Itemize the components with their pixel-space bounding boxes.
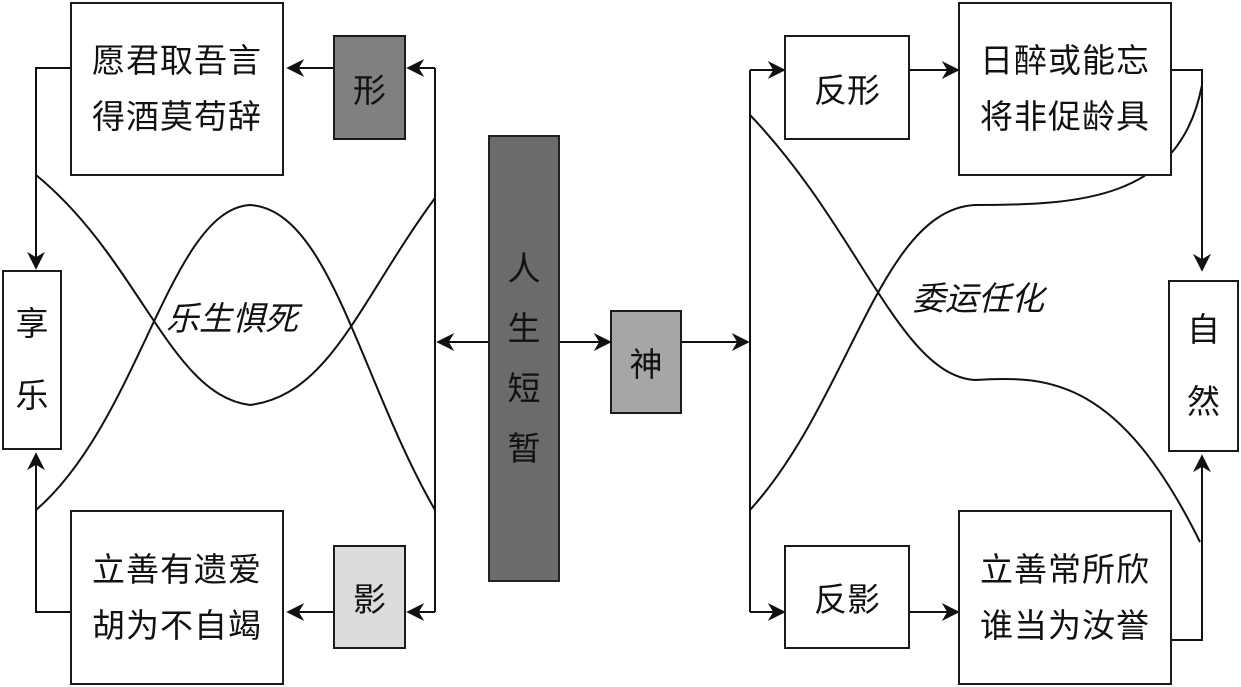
shadow-poem-line-2: 胡为不自竭 [92,605,262,645]
left-curve-label: 乐生惧死 [166,299,298,338]
life-short-char-1: 人 [507,248,541,288]
shadow-poem-line-1: 立善有遗爱 [92,549,262,589]
enjoyment-char-2: 乐 [15,376,49,415]
spirit-label: 神 [629,345,663,384]
enjoyment-box: 享 乐 [2,270,62,450]
arrow-right-shadow-poem-to-nature [1172,454,1211,641]
shadow-poem-box: 立善有遗爱 胡为不自竭 [70,510,284,685]
form-poem-line-2: 得酒莫苟辞 [92,97,262,136]
right-shadow-poem-line-2: 谁当为汝誉 [980,605,1150,645]
arrow-right-form-poem-to-nature [1172,69,1211,272]
anti-form-label: 反形 [814,70,880,110]
right-shadow-poem-box: 立善常所欣 谁当为汝誉 [958,510,1172,685]
life-short-char-3: 短 [507,368,541,408]
right-curve-label: 委运任化 [912,279,1044,318]
form-poem-line-1: 愿君取吾言 [92,41,262,80]
form-poem-box: 愿君取吾言 得酒莫苟辞 [70,2,284,176]
right-form-poem-line-1: 日醉或能忘 [980,41,1150,80]
life-short-char-2: 生 [507,308,541,348]
nature-char-1: 自 [1187,310,1220,349]
form-label: 形 [353,70,386,110]
nature-char-2: 然 [1187,382,1220,421]
arrow-form-poem-to-enjoy [27,67,70,270]
form-box: 形 [333,35,406,140]
spirit-box: 神 [610,310,682,414]
anti-shadow-label: 反影 [814,580,880,619]
anti-shadow-box: 反影 [784,545,910,649]
nature-box: 自 然 [1168,280,1239,452]
anti-form-box: 反形 [784,35,910,140]
right-form-poem-line-2: 将非促龄具 [980,97,1150,136]
life-short-box: 人 生 短 暂 [488,135,560,582]
arrow-shadow-poem-to-enjoy [27,452,70,613]
right-form-poem-box: 日醉或能忘 将非促龄具 [958,2,1172,176]
right-shadow-poem-line-1: 立善常所欣 [980,549,1150,589]
left-curve-up [35,203,436,511]
shadow-box: 影 [333,545,406,649]
enjoyment-char-1: 享 [15,304,49,343]
shadow-label: 影 [353,580,386,619]
left-curve-down [35,174,436,407]
right-curve-down [749,114,1201,543]
life-short-char-4: 暂 [507,428,541,468]
